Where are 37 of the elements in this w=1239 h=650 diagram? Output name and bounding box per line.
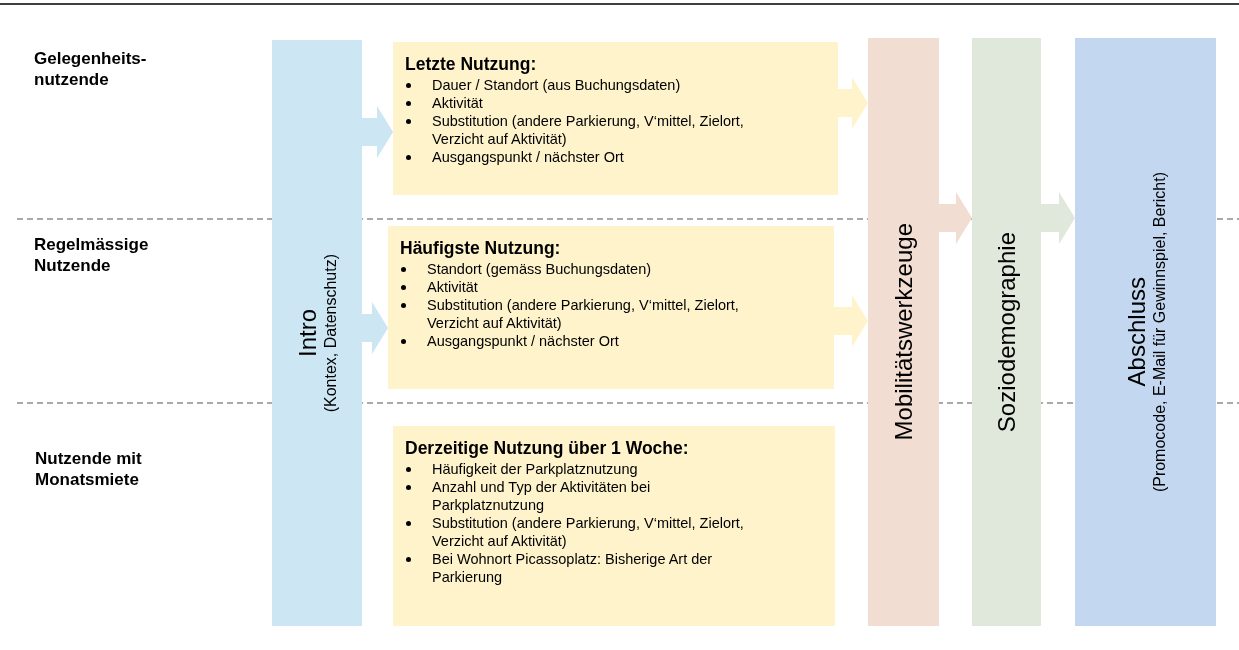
list-item-text: Anzahl und Typ der Aktivitäten bei Parkplatznutzung bbox=[432, 479, 651, 513]
box-heading: Letzte Nutzung: bbox=[405, 54, 538, 75]
question-box bbox=[393, 42, 838, 195]
block-arrow bbox=[1041, 192, 1075, 244]
section-box bbox=[972, 38, 1041, 626]
list-item-text: Ausgangspunkt / nächster Ort bbox=[427, 333, 619, 349]
list-item-text: Häufigkeit der Parkplatznutzung bbox=[432, 461, 638, 477]
list-item-text: Aktivität bbox=[427, 279, 478, 295]
intro-box bbox=[272, 40, 362, 626]
list-item-text: Substitution (andere Parkierung, V‘mittel, Zielort, Verzicht auf Aktivität) bbox=[427, 297, 739, 331]
section-title: Abschluss bbox=[1122, 277, 1151, 387]
list-item-text: Aktivität bbox=[432, 95, 483, 111]
list-item-text: Standort (gemäss Buchungsdaten) bbox=[427, 261, 652, 277]
section-subtitle: (Promocode, E-Mail für Gewinnspiel, Bericht) bbox=[1150, 171, 1169, 493]
block-arrow bbox=[838, 77, 868, 129]
question-box bbox=[393, 426, 835, 626]
section-title: Mobilitätswerkzeuge bbox=[889, 223, 918, 441]
block-arrow bbox=[939, 192, 972, 244]
row-label: Regelmässige Nutzende bbox=[34, 234, 150, 276]
section-subtitle: (Kontex, Datenschutz) bbox=[322, 253, 340, 413]
list-item-text: Substitution (andere Parkierung, V‘mittel, Zielort, Verzicht auf Aktivität) bbox=[432, 113, 744, 147]
question-box bbox=[388, 226, 834, 389]
row-label: Gelegenheits-nutzende bbox=[34, 48, 144, 90]
box-heading: Häufigste Nutzung: bbox=[400, 238, 562, 259]
section-title: Intro bbox=[294, 309, 322, 357]
list-item-text: Dauer / Standort (aus Buchungsdaten) bbox=[432, 77, 681, 93]
section-box bbox=[1075, 38, 1216, 626]
box-heading: Derzeitige Nutzung über 1 Woche: bbox=[405, 438, 690, 459]
block-arrow bbox=[362, 106, 393, 158]
list-item-text: Ausgangspunkt / nächster Ort bbox=[432, 149, 624, 165]
list-item-text: Substitution (andere Parkierung, V‘mittel, Zielort, Verzicht auf Aktivität) bbox=[432, 515, 744, 549]
list-item-text: Bei Wohnort Picassoplatz: Bisherige Art der Parkierung bbox=[432, 551, 713, 585]
section-box bbox=[868, 38, 939, 626]
block-arrow bbox=[834, 295, 868, 347]
section-title: Soziodemographie bbox=[992, 231, 1021, 433]
block-arrow bbox=[362, 302, 388, 354]
row-label: Nutzende mit Monatsmiete bbox=[35, 448, 143, 490]
